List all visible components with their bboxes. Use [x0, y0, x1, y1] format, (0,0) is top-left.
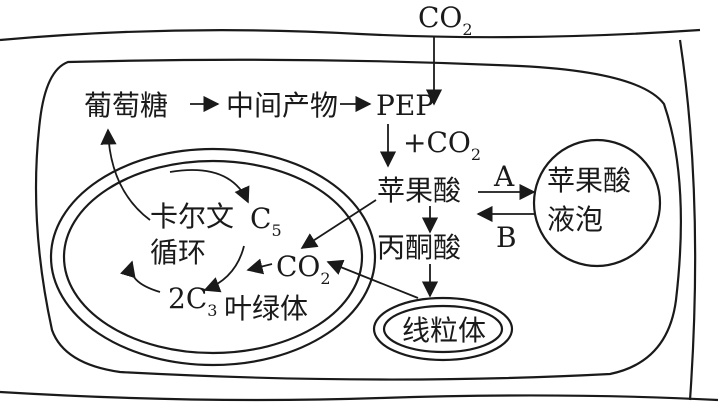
- malate-label: 苹果酸: [377, 174, 461, 207]
- cell-wall-outer-bottom: [0, 390, 719, 402]
- vacuole-label-line2: 液泡: [547, 203, 603, 236]
- vacuole: [532, 138, 662, 268]
- cell-wall-right-edge: [678, 39, 697, 401]
- arrow-c3-to-calvin: [120, 260, 161, 293]
- chloroplast-inner-membrane: [62, 159, 364, 355]
- co2-chloroplast-label: CO2: [276, 250, 331, 288]
- cell-wall-outer: [0, 28, 701, 42]
- arrow-calvin-to-c5: [169, 169, 250, 204]
- plus-co2-label: +CO2: [403, 126, 481, 164]
- label-a: A: [493, 160, 515, 193]
- c3-label: 2C3: [168, 282, 217, 320]
- mitochondrion-inner-membrane: [382, 304, 504, 354]
- vacuole-label-line1: 苹果酸: [547, 164, 631, 197]
- calvin-cycle-label-line2: 循环: [150, 236, 206, 269]
- chloroplast-outer-membrane: [49, 147, 377, 367]
- chloroplast-label: 叶绿体: [224, 292, 308, 325]
- mitochondrion-outer-membrane: [372, 296, 514, 362]
- arrow-malate-to-co2: [300, 199, 377, 249]
- c5-label: C5: [250, 202, 282, 240]
- mitochondrion-label: 线粒体: [402, 314, 486, 347]
- label-b: B: [496, 221, 517, 254]
- co2-top-label: CO2: [418, 1, 473, 39]
- pyruvate-label: 丙酮酸: [377, 231, 461, 264]
- arrow-calvin-to-glucose: [100, 128, 151, 221]
- arrow-c5-to-c3: [203, 245, 245, 293]
- intermediate-label: 中间产物: [226, 89, 338, 122]
- pep-label: PEP: [376, 89, 434, 122]
- calvin-cycle-label-line1: 卡尔文: [150, 200, 234, 233]
- arrow-co2-to-calvin: [246, 258, 273, 275]
- glucose-label: 葡萄糖: [84, 89, 168, 122]
- cell-membrane: [34, 58, 682, 381]
- arrow-mitochondrion-to-co2: [326, 259, 419, 299]
